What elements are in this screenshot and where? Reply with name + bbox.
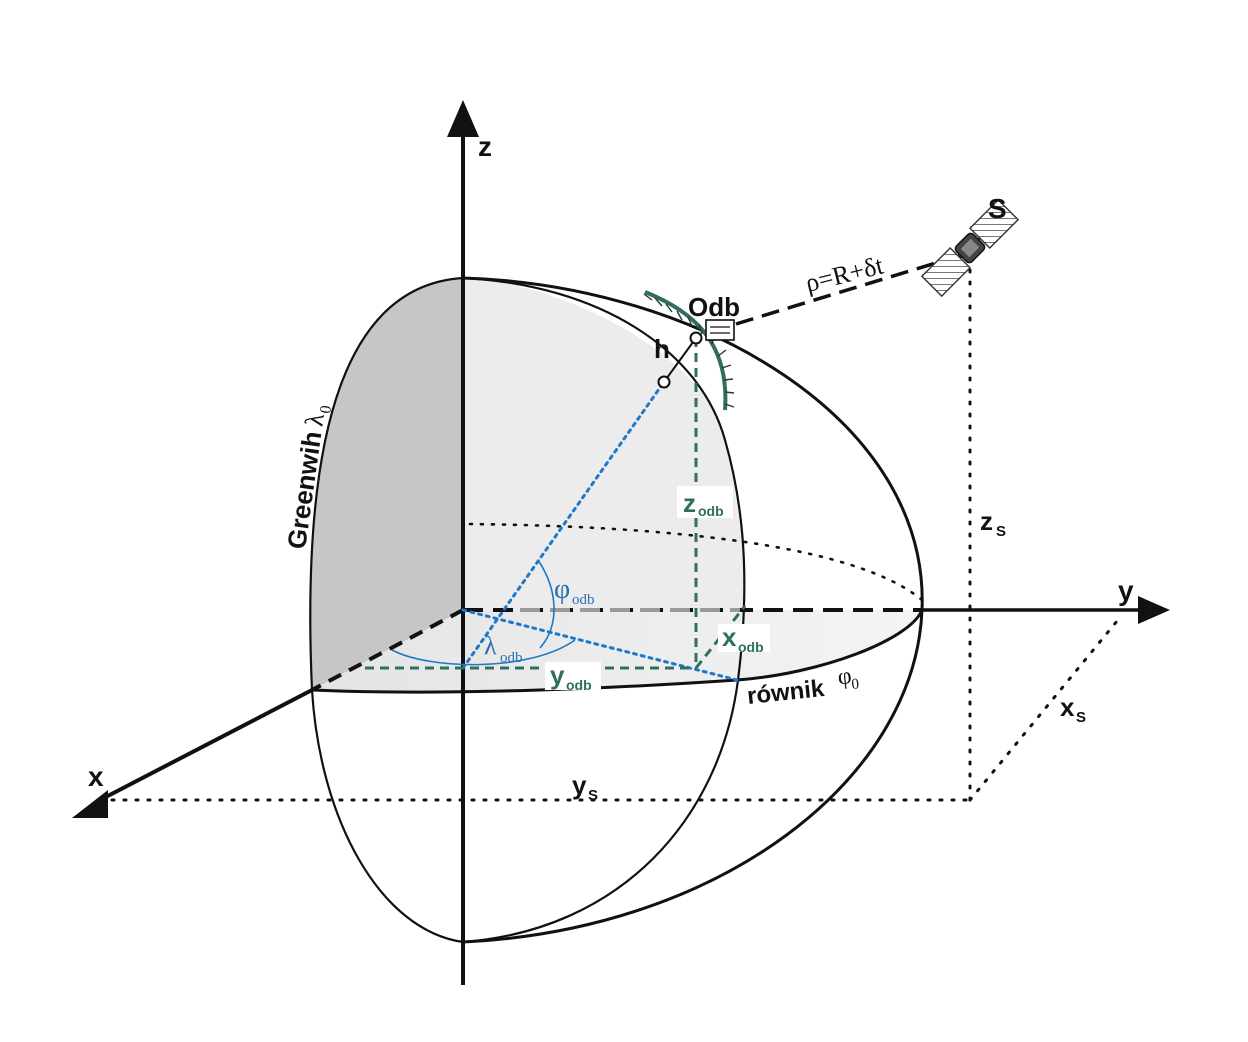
x-axis-arrow — [72, 790, 108, 818]
receiver-label: Odb — [688, 292, 740, 322]
height-segment — [663, 337, 697, 383]
radius-blue-dotted — [461, 380, 666, 670]
y-axis-label: y — [1118, 575, 1134, 606]
range-dashed-line — [735, 253, 963, 326]
greenwich-subscript: 0 — [317, 404, 335, 414]
xodb-label: x — [722, 622, 737, 652]
xodb-subscript: odb — [738, 639, 764, 655]
yodb-subscript: odb — [566, 677, 592, 693]
zodb-subscript: odb — [698, 503, 724, 519]
greenwich-meridian-face — [310, 278, 463, 690]
yodb-label: y — [550, 660, 565, 690]
height-label: h — [654, 334, 670, 364]
x-axis-line — [99, 688, 313, 802]
equator-subscript: 0 — [851, 676, 860, 693]
zodb-label: z — [683, 488, 696, 518]
equator-label: równik φ 0 — [746, 663, 860, 710]
ellipsoid-point — [657, 375, 671, 389]
yodb-label-bg — [545, 662, 601, 690]
phi-odb-label: φ — [554, 574, 570, 605]
phi-angle-arc — [537, 559, 555, 649]
xs-dotted-line — [968, 613, 1124, 802]
parallel-dotted-curve — [468, 522, 924, 602]
receiver-meridian-curve — [462, 276, 746, 944]
zs-label: z — [980, 506, 993, 536]
receiver-icon — [705, 319, 735, 341]
x-axis-label: x — [88, 761, 104, 792]
phi-odb-subscript: odb — [572, 592, 595, 608]
xodb-label-bg — [718, 624, 770, 652]
xs-label: x — [1060, 692, 1075, 722]
equator-symbol: φ — [836, 663, 853, 690]
greenwich-symbol: λ — [299, 411, 330, 428]
satellite-icon — [920, 198, 1020, 298]
receiver-meridian-face — [463, 278, 745, 610]
lambda-odb-subscript: odb — [500, 650, 523, 666]
xodb-green-dashed — [694, 605, 747, 669]
x-axis-hidden-dashed — [311, 608, 464, 692]
xs-subscript: S — [1076, 709, 1086, 726]
z-axis-label: z — [478, 131, 492, 162]
y-axis-arrow — [1138, 596, 1170, 624]
greenwich-meridian-curve — [309, 276, 464, 944]
ys-label: y — [572, 770, 587, 800]
longitude-blue-dotted — [461, 608, 739, 682]
terrain-surface-curve — [644, 290, 728, 411]
ys-subscript: S — [588, 787, 598, 804]
equator-curve — [311, 609, 924, 694]
receiver-point — [689, 331, 703, 345]
z-axis-arrow — [447, 100, 479, 137]
zs-subscript: S — [996, 523, 1006, 540]
zodb-label-bg — [677, 486, 733, 518]
satellite-label: S — [988, 193, 1007, 224]
lambda-odb-label: λ — [484, 631, 497, 660]
lambda-angle-arc — [391, 639, 576, 666]
equator-text: równik — [746, 675, 826, 710]
